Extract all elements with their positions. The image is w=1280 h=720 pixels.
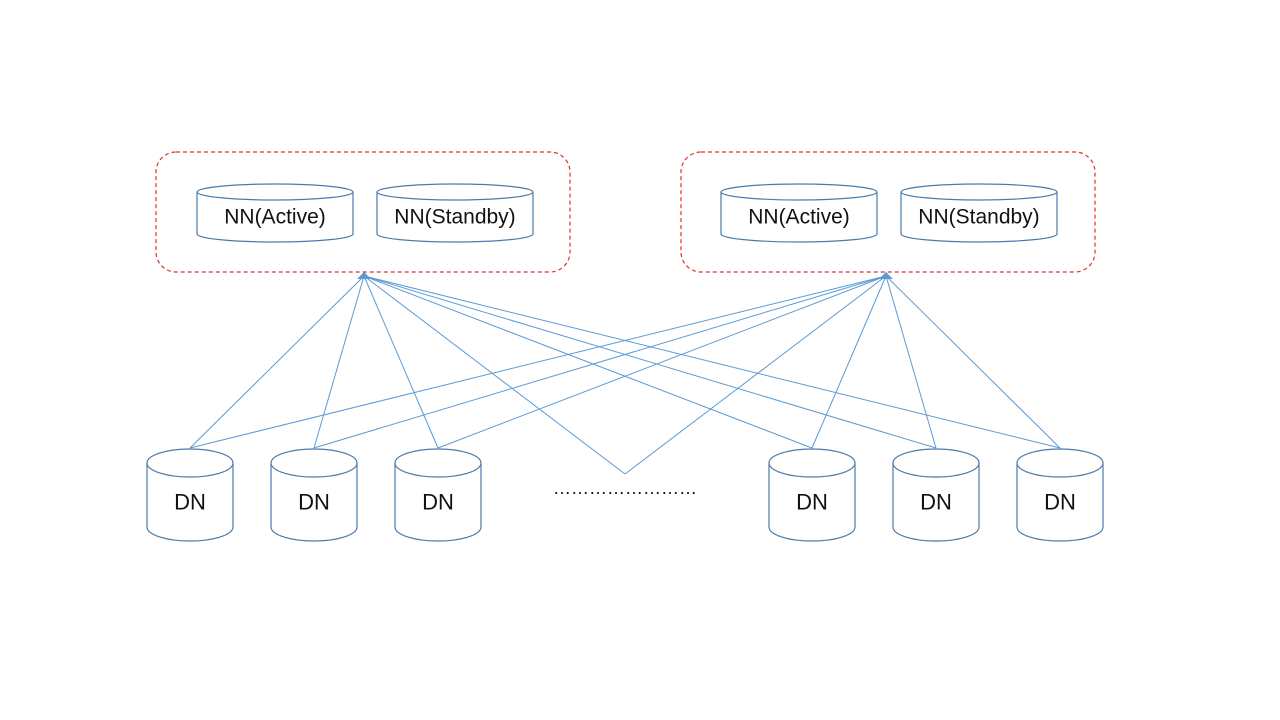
namenode-cluster-2: NN(Active) NN(Standby)	[680, 151, 1096, 273]
datanode-6-label: DN	[1044, 490, 1076, 515]
namenode-standby-2-label: NN(Standby)	[918, 206, 1039, 229]
datanode-3-label: DN	[422, 490, 454, 515]
datanode-1-label: DN	[174, 490, 206, 515]
link-cluster-2-datanode-6	[885, 275, 1061, 449]
datanode-1[interactable]: DN	[146, 448, 234, 542]
datanode-4-label: DN	[796, 490, 828, 515]
namenode-active-1-label: NN(Active)	[224, 206, 326, 229]
link-cluster-2-datanode-3	[437, 275, 887, 449]
link-cluster-1-more	[363, 275, 626, 475]
more-datanodes-ellipsis: ……………………	[553, 478, 697, 498]
link-cluster-2-datanode-4	[811, 275, 887, 449]
cluster-1-border	[155, 151, 571, 273]
namenode-active-2-label: NN(Active)	[748, 206, 850, 229]
datanode-3[interactable]: DN	[394, 448, 482, 542]
hub-arrow-1	[357, 272, 371, 279]
namenode-standby-1[interactable]: NN(Standby)	[376, 183, 534, 243]
datanode-5-label: DN	[920, 490, 952, 515]
link-cluster-2-datanode-5	[885, 275, 937, 449]
link-cluster-1-datanode-2	[313, 275, 365, 449]
namenode-active-2[interactable]: NN(Active)	[720, 183, 878, 243]
link-cluster-1-datanode-3	[363, 275, 439, 449]
namenode-active-1[interactable]: NN(Active)	[196, 183, 354, 243]
namenode-cluster-1: NN(Active) NN(Standby)	[155, 151, 571, 273]
link-cluster-1-datanode-4	[363, 275, 813, 449]
datanode-2[interactable]: DN	[270, 448, 358, 542]
datanode-5[interactable]: DN	[892, 448, 980, 542]
datanode-6[interactable]: DN	[1016, 448, 1104, 542]
namenode-standby-2[interactable]: NN(Standby)	[900, 183, 1058, 243]
link-cluster-1-datanode-6	[363, 275, 1061, 449]
cluster-2-border	[680, 151, 1096, 273]
link-cluster-2-datanode-2	[313, 275, 887, 449]
namenode-standby-1-label: NN(Standby)	[394, 206, 515, 229]
hub-arrow-2	[879, 272, 893, 279]
datanode-2-label: DN	[298, 490, 330, 515]
datanode-4[interactable]: DN	[768, 448, 856, 542]
link-cluster-2-datanode-1	[189, 275, 887, 449]
connection-lines	[189, 272, 1061, 475]
link-cluster-1-datanode-5	[363, 275, 937, 449]
link-cluster-2-more	[624, 275, 887, 475]
link-cluster-1-datanode-1	[189, 275, 365, 449]
